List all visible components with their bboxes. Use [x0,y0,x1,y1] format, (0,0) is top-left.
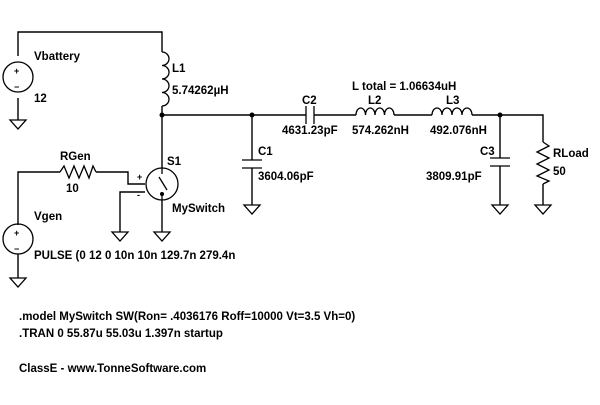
vgen-name: Vgen [34,211,62,223]
c1-name: C1 [258,146,273,158]
vbattery-value: 12 [34,93,47,105]
c3-capacitor [490,157,510,167]
vbattery-minus: − [14,82,19,92]
c3-value: 3809.91pF [426,171,482,183]
s1-model: MySwitch [172,203,225,215]
rgen-resistor [59,164,97,180]
l-total-label: L total = 1.06634uH [352,81,456,93]
l2-value: 574.262nH [352,125,409,137]
ground-icon [8,277,28,288]
vbattery-source: + − [2,61,34,93]
ground-symbols [8,119,553,288]
rload-value: 50 [553,166,566,178]
ground-icon [490,204,510,215]
vgen-plus: + [14,228,19,238]
wires [17,31,544,278]
rload-resistor [535,141,551,185]
vgen-value: PULSE (0 12 0 10n 10n 129.7n 279.4n [34,250,235,262]
tran-directive: .TRAN 0 55.87u 55.03u 1.397n startup [19,328,223,340]
ground-icon [242,204,262,215]
model-directive: .model MySwitch SW(Ron= .4036176 Roff=10… [19,311,355,323]
ground-icon [152,231,172,242]
s1-name: S1 [167,156,182,168]
ground-icon [110,231,130,242]
s1-plus-pin: + [137,172,142,182]
l3-name: L3 [446,95,459,107]
l2-name: L2 [368,95,381,107]
c1-value: 3604.06pF [258,171,314,183]
junction-dot [159,112,165,118]
rgen-value: 10 [66,183,79,195]
c2-value: 4631.23pF [282,125,338,137]
ground-icon [533,204,553,215]
vbattery-name: Vbattery [34,51,81,63]
l2-inductor [355,107,395,116]
c1-capacitor [242,159,262,169]
l1-name: L1 [172,63,186,75]
vgen-minus: − [14,244,19,254]
s1-switch [145,167,179,201]
vgen-source: + − [2,223,34,255]
c3-name: C3 [480,146,495,158]
rload-name: RLoad [553,148,589,160]
l1-value: 5.74262µH [172,85,229,97]
l3-inductor [431,107,473,116]
l3-value: 492.076nH [430,125,487,137]
junction-dot [497,112,503,118]
ground-icon [8,119,28,130]
c2-capacitor [305,106,315,124]
rgen-name: RGen [60,151,91,163]
junctions [159,112,503,118]
credit-text: ClassE - www.TonneSoftware.com [19,363,206,375]
s1-minus-pin: - [137,190,140,200]
vbattery-plus: + [14,66,19,76]
c2-name: C2 [302,95,317,107]
l1-inductor [161,51,170,107]
junction-dot [249,112,255,118]
